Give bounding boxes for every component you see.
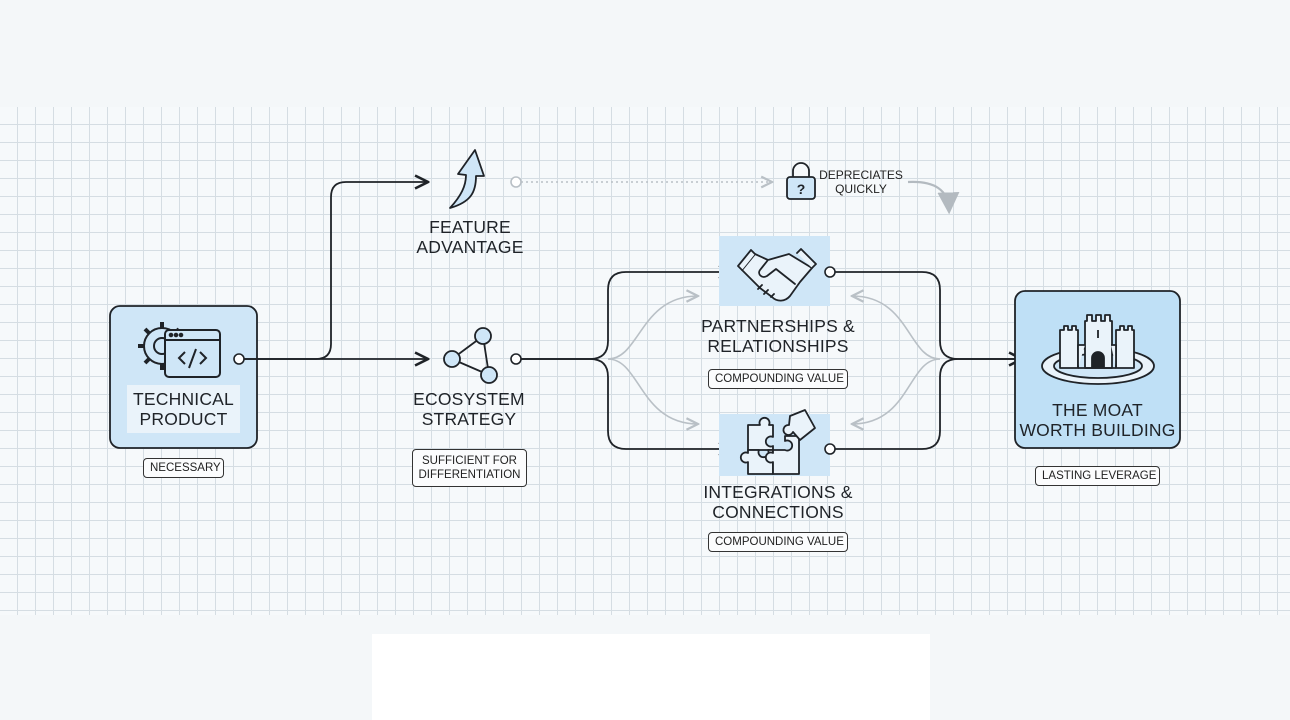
moat-label: THE MOAT WORTH BUILDING <box>1017 400 1178 440</box>
ecosystem-strategy-label-line2: STRATEGY <box>421 409 517 429</box>
integrations-label-line1: INTEGRATIONS & <box>703 482 853 502</box>
integrations-label: INTEGRATIONS & CONNECTIONS <box>690 482 866 522</box>
castle-icon <box>1041 314 1155 385</box>
handshake-icon <box>737 248 817 302</box>
technical-product-label: TECHNICAL PRODUCT <box>112 389 255 429</box>
depreciates-note-line1: DEPRECIATES <box>819 168 903 182</box>
network-graph-icon <box>443 327 498 384</box>
moat-label-line1: THE MOAT <box>1052 400 1143 420</box>
feature-advantage-label: FEATURE ADVANTAGE <box>400 217 540 257</box>
ecosystem-strategy-port <box>510 353 522 365</box>
depreciates-note: DEPRECIATES QUICKLY <box>812 168 910 196</box>
gear-code-icon <box>138 322 221 378</box>
partnerships-tag: COMPOUNDING VALUE <box>708 369 848 389</box>
connectors <box>244 182 1022 449</box>
technical-product-label-line2: PRODUCT <box>139 409 228 429</box>
feedback-curves <box>607 296 941 424</box>
depreciates-note-line2: QUICKLY <box>835 182 887 196</box>
feature-advantage-label-line2: ADVANTAGE <box>416 237 524 257</box>
partnerships-label-line1: PARTNERSHIPS & <box>701 316 855 336</box>
technical-product-tag: NECESSARY <box>143 458 224 478</box>
moat-tag: LASTING LEVERAGE <box>1035 466 1160 486</box>
blank-panel <box>372 634 930 720</box>
ecosystem-strategy-tag: SUFFICIENT FOR DIFFERENTIATION <box>412 449 527 487</box>
feature-advantage-port <box>510 176 522 188</box>
partnerships-label: PARTNERSHIPS & RELATIONSHIPS <box>690 316 866 356</box>
feature-advantage-up-arrow-icon <box>449 149 485 209</box>
partnerships-label-line2: RELATIONSHIPS <box>707 336 849 356</box>
technical-product-label-line1: TECHNICAL <box>133 389 234 409</box>
integrations-tag: COMPOUNDING VALUE <box>708 532 848 552</box>
ecosystem-strategy-tag-line1: SUFFICIENT FOR <box>422 455 517 467</box>
technical-product-port <box>233 353 245 365</box>
integrations-port <box>824 443 836 455</box>
puzzle-icon <box>740 409 816 475</box>
feature-advantage-label-line1: FEATURE <box>429 217 511 237</box>
question-lock-icon: ? <box>786 162 816 200</box>
ecosystem-strategy-label: ECOSYSTEM STRATEGY <box>396 389 542 429</box>
svg-text:?: ? <box>797 181 806 197</box>
ecosystem-strategy-tag-line2: DIFFERENTIATION <box>418 469 521 481</box>
depreciation-curve-arrow <box>907 180 960 215</box>
moat-label-line2: WORTH BUILDING <box>1019 420 1176 440</box>
partnerships-port <box>824 266 836 278</box>
integrations-label-line2: CONNECTIONS <box>712 502 844 522</box>
ecosystem-strategy-label-line1: ECOSYSTEM <box>413 389 525 409</box>
